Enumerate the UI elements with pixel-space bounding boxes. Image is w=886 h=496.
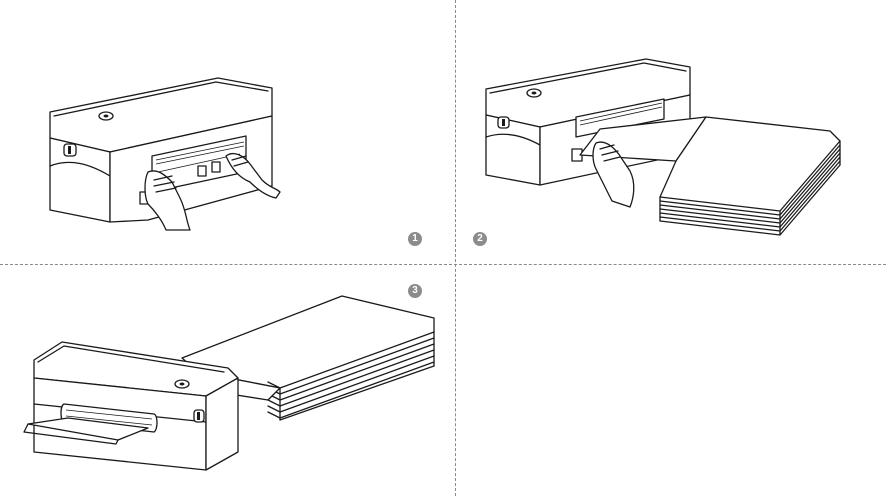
step-3-illustration: [23, 295, 435, 471]
step-1-illustration: [49, 77, 281, 231]
step-badge-1: 1: [408, 232, 422, 246]
label-printer-icon: [49, 77, 273, 223]
step-badge-3: 3: [408, 284, 422, 298]
label-output-icon: [23, 417, 149, 445]
hand-icon: [592, 141, 635, 208]
step-2-illustration: [485, 58, 841, 236]
label-printer-icon: [33, 341, 239, 471]
vertical-divider: [455, 0, 456, 496]
step-badge-2: 2: [473, 232, 487, 246]
hands-icon: [144, 152, 281, 231]
horizontal-divider: [0, 264, 886, 265]
